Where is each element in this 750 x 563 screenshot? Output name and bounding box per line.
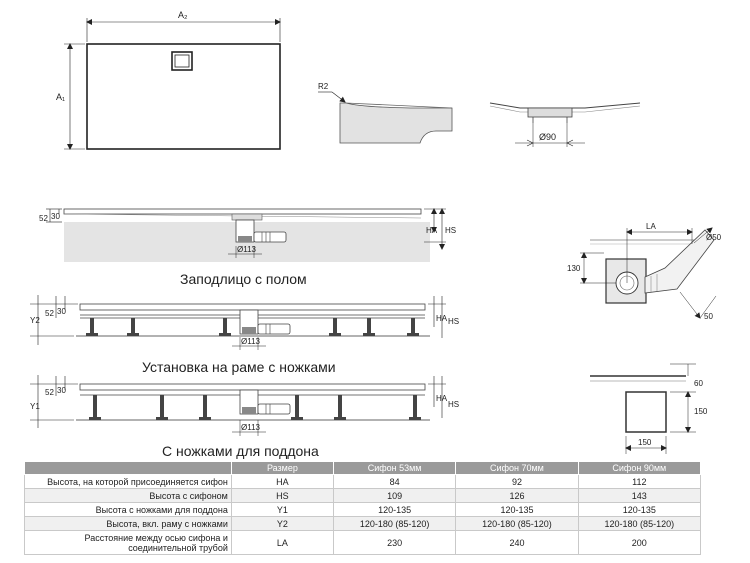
dim-y2: Y2 xyxy=(30,316,40,325)
dim-a1: A₁ xyxy=(56,92,65,102)
cell-param: Высота с сифоном xyxy=(24,488,232,503)
dim-50: 50 xyxy=(704,312,713,321)
dim-130: 130 xyxy=(567,264,581,273)
dim-ha-c: HA xyxy=(436,394,448,403)
cell-s70: 126 xyxy=(455,488,579,503)
caption-flush: Заподлицо с полом xyxy=(180,271,307,287)
table-header-row: Размер Сифон 53мм Сифон 70мм Сифон 90мм xyxy=(24,461,702,475)
header-s90: Сифон 90мм xyxy=(577,461,702,475)
dim-60: 60 xyxy=(694,379,703,388)
frame-install-view: Y2 52 30 HA HS Ø113 xyxy=(30,295,459,350)
cell-s53: 120-180 (85-120) xyxy=(332,516,457,531)
cell-s90: 112 xyxy=(577,474,702,489)
tray-top-view: A₂ A₁ xyxy=(56,10,281,150)
cell-s90: 120-180 (85-120) xyxy=(577,516,702,531)
header-param xyxy=(24,461,232,475)
dim-d113-c: Ø113 xyxy=(241,423,261,432)
cell-param-line1: Расстояние между осью сифона и xyxy=(84,532,228,543)
table-row: Высота, на которой присоединяется сифон … xyxy=(24,474,702,489)
tray-edge-section: R2 xyxy=(318,82,453,144)
dim-52-b: 52 xyxy=(45,309,54,318)
dim-hs-b: HS xyxy=(448,317,459,326)
cell-s90: 143 xyxy=(577,488,702,503)
header-size: Размер xyxy=(230,461,334,475)
dim-hs-a: HS xyxy=(445,226,456,235)
dim-52-c: 52 xyxy=(45,388,54,397)
dim-a2: A₂ xyxy=(178,10,188,20)
cell-s53: 120-135 xyxy=(332,502,457,517)
dim-d113-a: Ø113 xyxy=(237,245,257,254)
cell-s90: 200 xyxy=(577,530,702,555)
table-row: Высота, вкл. раму с ножками Y2 120-180 (… xyxy=(24,516,702,531)
cell-s70: 120-135 xyxy=(455,502,579,517)
dim-30-a: 30 xyxy=(51,212,60,221)
table-row: Высота с ножками для поддона Y1 120-135 … xyxy=(24,502,702,517)
legs-install-view: Y1 52 30 HA HS Ø113 xyxy=(30,375,459,436)
cell-s53: 84 xyxy=(332,474,457,489)
cell-size: HS xyxy=(230,488,334,503)
cell-size: Y2 xyxy=(230,516,334,531)
dim-150-h: 150 xyxy=(638,438,652,447)
dim-150-v: 150 xyxy=(694,407,708,416)
cell-param: Высота, вкл. раму с ножками xyxy=(24,516,232,531)
dim-d50: Ø50 xyxy=(706,233,722,242)
siphon-top-view: LA Ø50 130 50 xyxy=(567,222,722,321)
header-s53: Сифон 53мм xyxy=(332,461,457,475)
cell-size: LA xyxy=(230,530,334,555)
flush-install-view: 52 30 HA HS Ø113 xyxy=(39,208,456,262)
dim-d90: Ø90 xyxy=(539,132,556,142)
caption-frame: Установка на раме с ножками xyxy=(142,359,336,375)
dim-y1: Y1 xyxy=(30,402,40,411)
caption-legs: С ножками для поддона xyxy=(162,443,319,459)
cell-s90: 120-135 xyxy=(577,502,702,517)
cell-param-line2: соединительной трубой xyxy=(128,542,228,553)
table-row: Высота с сифоном HS 109 126 143 xyxy=(24,488,702,503)
cell-size: HA xyxy=(230,474,334,489)
dim-30-b: 30 xyxy=(57,307,66,316)
dim-la: LA xyxy=(646,222,656,231)
dim-ha-a: HA xyxy=(426,226,438,235)
drain-section: Ø90 xyxy=(489,102,641,147)
cell-param: Высота с ножками для поддона xyxy=(24,502,232,517)
drain-well-top-view: 60 150 150 xyxy=(590,363,708,454)
cell-s53: 230 xyxy=(332,530,457,555)
cell-size: Y1 xyxy=(230,502,334,517)
dim-d113-b: Ø113 xyxy=(241,337,261,346)
dim-hs-c: HS xyxy=(448,400,459,409)
cell-s70: 120-180 (85-120) xyxy=(455,516,579,531)
dim-30-c: 30 xyxy=(57,386,66,395)
cell-param: Высота, на которой присоединяется сифон xyxy=(24,474,232,489)
header-s70: Сифон 70мм xyxy=(455,461,579,475)
cell-s70: 92 xyxy=(455,474,579,489)
dim-52-a: 52 xyxy=(39,214,48,223)
dimensions-table: Размер Сифон 53мм Сифон 70мм Сифон 90мм … xyxy=(24,461,702,555)
dim-ha-b: HA xyxy=(436,314,448,323)
dim-r2: R2 xyxy=(318,82,329,91)
cell-s70: 240 xyxy=(455,530,579,555)
cell-s53: 109 xyxy=(332,488,457,503)
